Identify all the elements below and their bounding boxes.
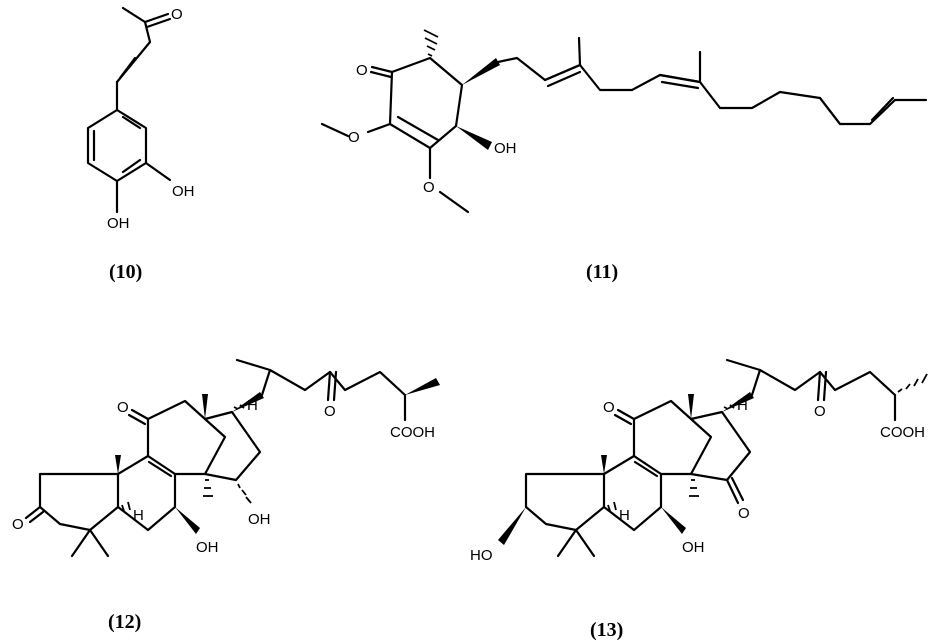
c12-h5: H [133, 507, 144, 524]
c12-oh7: OH [196, 539, 219, 556]
compound-11-label: (11) [586, 261, 618, 283]
c13-o-c15: O [738, 505, 750, 522]
c11-methoxy-o2: O [423, 179, 435, 196]
c13-h17: H [737, 397, 748, 414]
c11-oh: OH [494, 140, 517, 157]
c11-ketone-o: O [356, 62, 368, 79]
compound-10: O OH OH (10) [86, 6, 195, 283]
c12-oh15: OH [248, 511, 271, 528]
c13-oh7: OH [682, 539, 705, 556]
compound-13: O O O H H HO OH COOH (13) [470, 358, 928, 641]
compound-12-label: (12) [108, 611, 141, 633]
compound-10-label: (10) [109, 261, 142, 283]
compound-13-label: (13) [590, 619, 623, 641]
c13-o-side: O [814, 403, 826, 420]
c13-oh3: HO [470, 547, 493, 564]
c12-o-c3: O [12, 516, 24, 533]
c10-oh-para: OH [107, 215, 130, 232]
c10-ketone-o: O [171, 6, 183, 23]
c12-o-side: O [324, 403, 336, 420]
c13-cooh: COOH [880, 424, 925, 441]
c12-h17: H [247, 397, 258, 414]
c11-methoxy-o1: O [348, 129, 360, 146]
c10-oh-meta: OH [172, 183, 195, 200]
compound-12: O O O H H OH OH COOH (12) [12, 358, 440, 633]
c12-cooh: COOH [390, 424, 435, 441]
compound-11: O O O OH (11) [320, 29, 928, 283]
c13-o-c11: O [603, 399, 615, 416]
c13-h5: H [619, 507, 630, 524]
c12-o-c11: O [117, 399, 129, 416]
